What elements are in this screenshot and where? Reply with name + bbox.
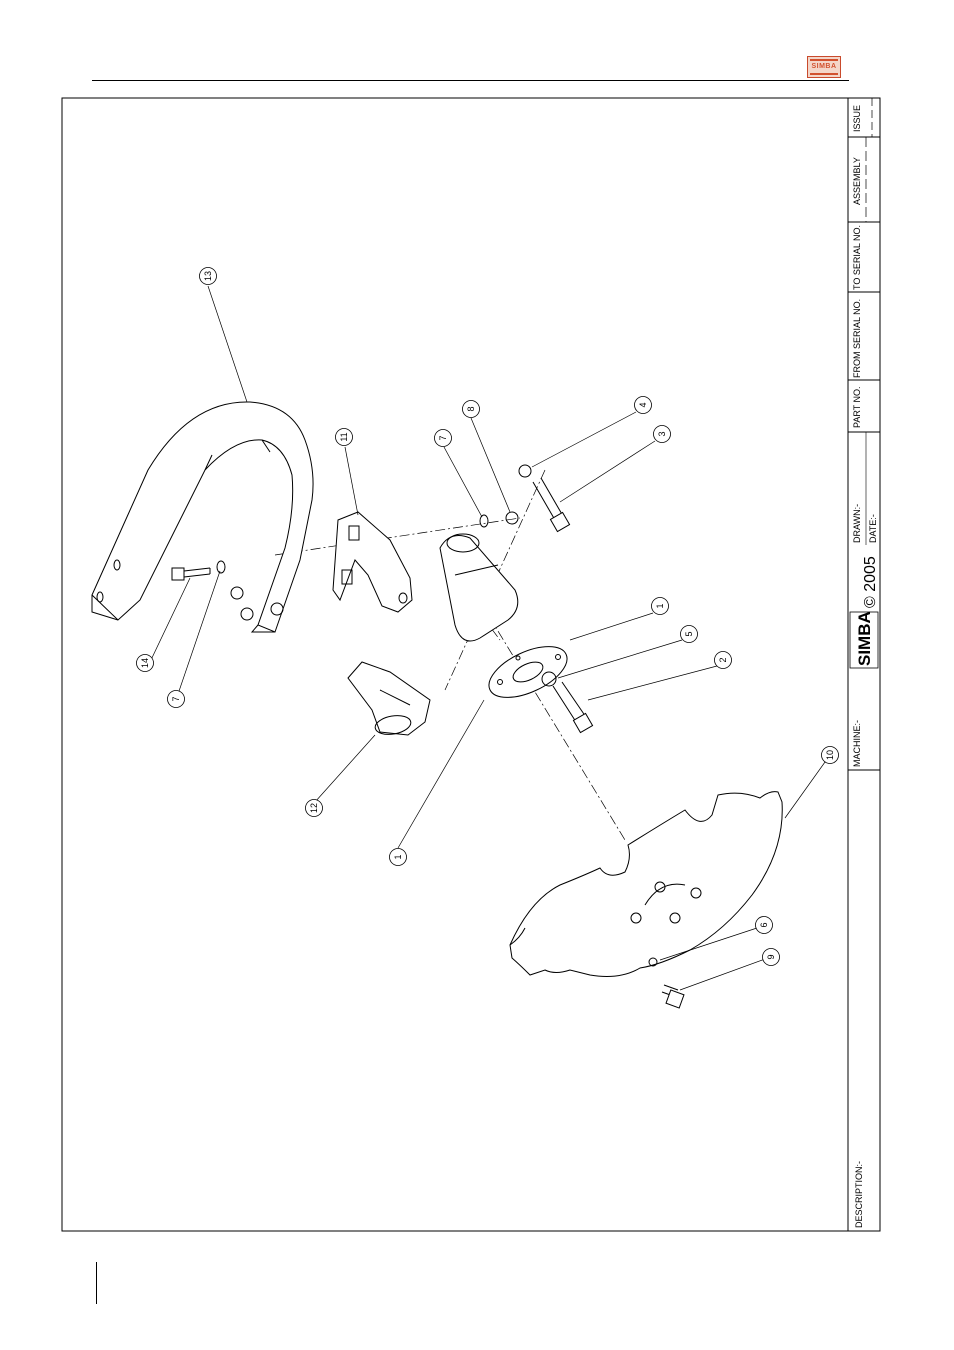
part-12-scraper (348, 662, 430, 737)
parts-drawing (92, 402, 782, 1008)
title-block-text: DESCRIPTION:- MACHINE:- SIMBA © 2005 DRA… (852, 105, 879, 1228)
description-label: DESCRIPTION:- (854, 1161, 864, 1228)
balloon-14-label: 14 (140, 658, 150, 668)
balloon-12: 12 (306, 800, 323, 817)
balloon-7b: 7 (168, 691, 185, 708)
part-14-bolt (172, 568, 210, 580)
balloon-11-label: 11 (339, 432, 349, 441)
balloon-1b-label: 1 (393, 854, 403, 859)
assembly-label: ASSEMBLY (852, 157, 862, 205)
part-9-bolt (662, 985, 684, 1008)
part-no-label: PART NO. (852, 386, 862, 428)
drawn-label: DRAWN:- (852, 504, 862, 543)
balloon-6-label: 6 (759, 922, 769, 927)
to-serial-label: TO SERIAL NO. (852, 225, 862, 290)
balloon-4: 4 (635, 397, 652, 414)
balloon-13-label: 13 (203, 271, 213, 281)
balloon-1b: 1 (390, 849, 407, 866)
balloon-1a-label: 1 (655, 603, 665, 608)
balloon-9: 9 (763, 949, 780, 966)
balloon-2: 2 (715, 652, 732, 669)
balloon-7a: 7 (435, 430, 452, 447)
part-3-bolt (533, 478, 570, 532)
part-8-nut (506, 512, 518, 524)
date-label: DATE:- (868, 514, 878, 543)
from-serial-label: FROM SERIAL NO. (852, 299, 862, 378)
balloon-14: 14 (137, 655, 154, 672)
balloon-2-label: 2 (718, 657, 728, 662)
hub-tube (440, 534, 518, 641)
balloon-3: 3 (654, 426, 671, 443)
part-2-bolt (553, 682, 593, 733)
balloon-8-label: 8 (466, 406, 476, 411)
balloon-11: 11 (336, 429, 353, 446)
part-11-bracket (333, 512, 412, 612)
balloon-6: 6 (756, 917, 773, 934)
centerlines (275, 470, 625, 840)
balloon-1a: 1 (652, 598, 669, 615)
balloon-5: 5 (681, 626, 698, 643)
part-7-washer-right (480, 515, 488, 527)
part-4-nut (519, 465, 531, 477)
balloon-12-label: 12 (309, 803, 319, 813)
machine-label: MACHINE:- (852, 720, 862, 767)
drawing-frame (62, 98, 880, 1231)
balloon-9-label: 9 (766, 954, 776, 959)
balloon-4-label: 4 (638, 402, 648, 407)
part-13-u-frame (92, 402, 313, 632)
issue-label: ISSUE (852, 105, 862, 132)
balloon-13: 13 (200, 268, 217, 285)
part-10-disc (510, 792, 782, 977)
balloon-10: 10 (822, 747, 839, 764)
balloon-7a-label: 7 (438, 435, 448, 440)
balloon-3-label: 3 (657, 431, 667, 436)
title-logo: SIMBA (855, 611, 874, 666)
balloon-5-label: 5 (684, 631, 694, 636)
balloon-8: 8 (463, 401, 480, 418)
part-7-washer-left (217, 561, 225, 573)
balloon-7b-label: 7 (171, 696, 181, 701)
copyright-text: © 2005 (862, 556, 879, 608)
balloon-10-label: 10 (825, 750, 835, 760)
